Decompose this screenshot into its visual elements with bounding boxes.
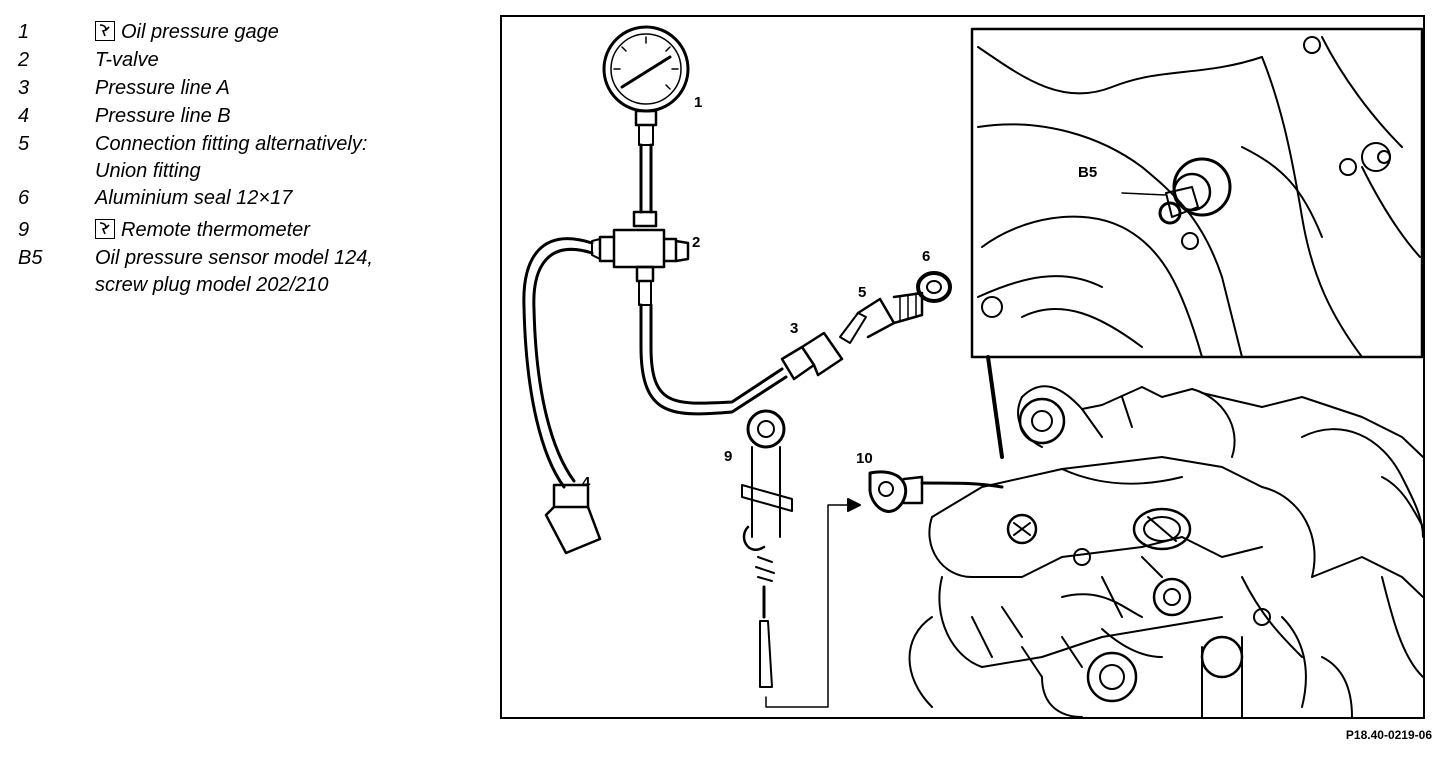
special-tool-icon (95, 219, 115, 239)
legend-number: 1 (18, 21, 30, 43)
callout-b5: B5 (1078, 164, 1097, 181)
legend-label: Oil pressure sensor model 124, (95, 247, 373, 269)
legend-number: B5 (18, 247, 43, 269)
engine-assembly (908, 385, 1423, 717)
legend-number: 6 (18, 187, 30, 209)
callout-1: 1 (694, 94, 702, 111)
connection-fitting (839, 291, 924, 344)
callout-5: 5 (858, 284, 866, 301)
sensor-connector (868, 470, 1004, 513)
legend-label: T-valve (95, 49, 159, 71)
inset-pointer (986, 355, 1004, 459)
legend-label: Remote thermometer (121, 219, 310, 241)
callout-3: 3 (790, 320, 798, 337)
legend-number: 5 (18, 133, 30, 155)
special-tool-icon (95, 21, 115, 41)
legend-label: Connection fitting alternatively: (95, 133, 368, 155)
legend-number: 3 (18, 77, 30, 99)
aluminium-seal-inner (926, 280, 942, 294)
legend-number: 2 (18, 49, 30, 71)
diagram-frame: 1 2 3 4 5 6 9 10 B5 (500, 15, 1425, 719)
legend-label: Pressure line A (95, 77, 230, 99)
oil-pressure-gauge (602, 25, 690, 214)
legend-label: Pressure line B (95, 105, 231, 127)
callout-2: 2 (692, 234, 700, 251)
pressure-line-b (522, 237, 602, 555)
callout-6: 6 (922, 248, 930, 265)
aluminium-seal (916, 271, 952, 303)
figure-reference: P18.40-0219-06 (1345, 728, 1432, 742)
legend-number: 9 (18, 219, 30, 241)
callout-10: 10 (856, 450, 873, 467)
legend-label: Oil pressure gage (121, 21, 279, 43)
remote-thermometer (741, 409, 861, 708)
callout-9: 9 (724, 448, 732, 465)
legend-label: Union fitting (95, 160, 201, 182)
legend-number: 4 (18, 105, 30, 127)
diagram-drawing: 1 2 3 4 5 6 9 10 B5 (522, 25, 1423, 717)
legend-label: screw plug model 202/210 (95, 274, 329, 296)
pressure-line-a (639, 303, 844, 416)
inset-frame (970, 27, 1423, 359)
inset-engine-detail (977, 36, 1421, 358)
callout-4: 4 (582, 474, 591, 491)
legend-label: Aluminium seal 12×17 (95, 187, 293, 209)
t-valve (591, 210, 690, 306)
legend: 1 Oil pressure gage 2 T-valve 3 Pressure… (0, 0, 470, 320)
